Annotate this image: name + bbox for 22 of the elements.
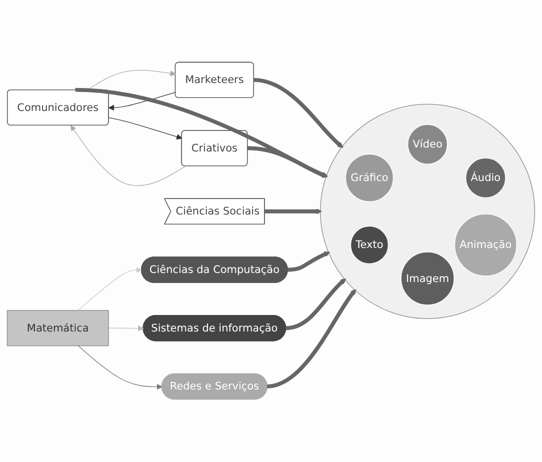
cluster xyxy=(320,104,536,320)
arrow xyxy=(70,126,186,186)
arrow xyxy=(253,78,344,148)
arrow xyxy=(266,289,356,389)
arrow xyxy=(264,208,322,215)
arrow xyxy=(78,267,142,311)
arrow xyxy=(108,92,176,111)
arrow xyxy=(108,326,144,332)
node-circle: Imagem xyxy=(400,252,454,306)
arrow xyxy=(247,146,328,178)
arrow xyxy=(288,252,330,272)
node-circle: Texto xyxy=(350,226,389,264)
node-circle: Vídeo xyxy=(408,124,448,165)
arrow xyxy=(108,118,182,140)
node-circle: Gráfico xyxy=(345,154,394,202)
arrow xyxy=(86,70,176,91)
arrow xyxy=(75,88,328,178)
node-circle: Áudio xyxy=(466,158,506,198)
node-box: Matemática xyxy=(6,310,109,346)
arrow xyxy=(286,278,346,330)
node-circle: Animação xyxy=(454,214,517,276)
arrow xyxy=(78,346,162,390)
